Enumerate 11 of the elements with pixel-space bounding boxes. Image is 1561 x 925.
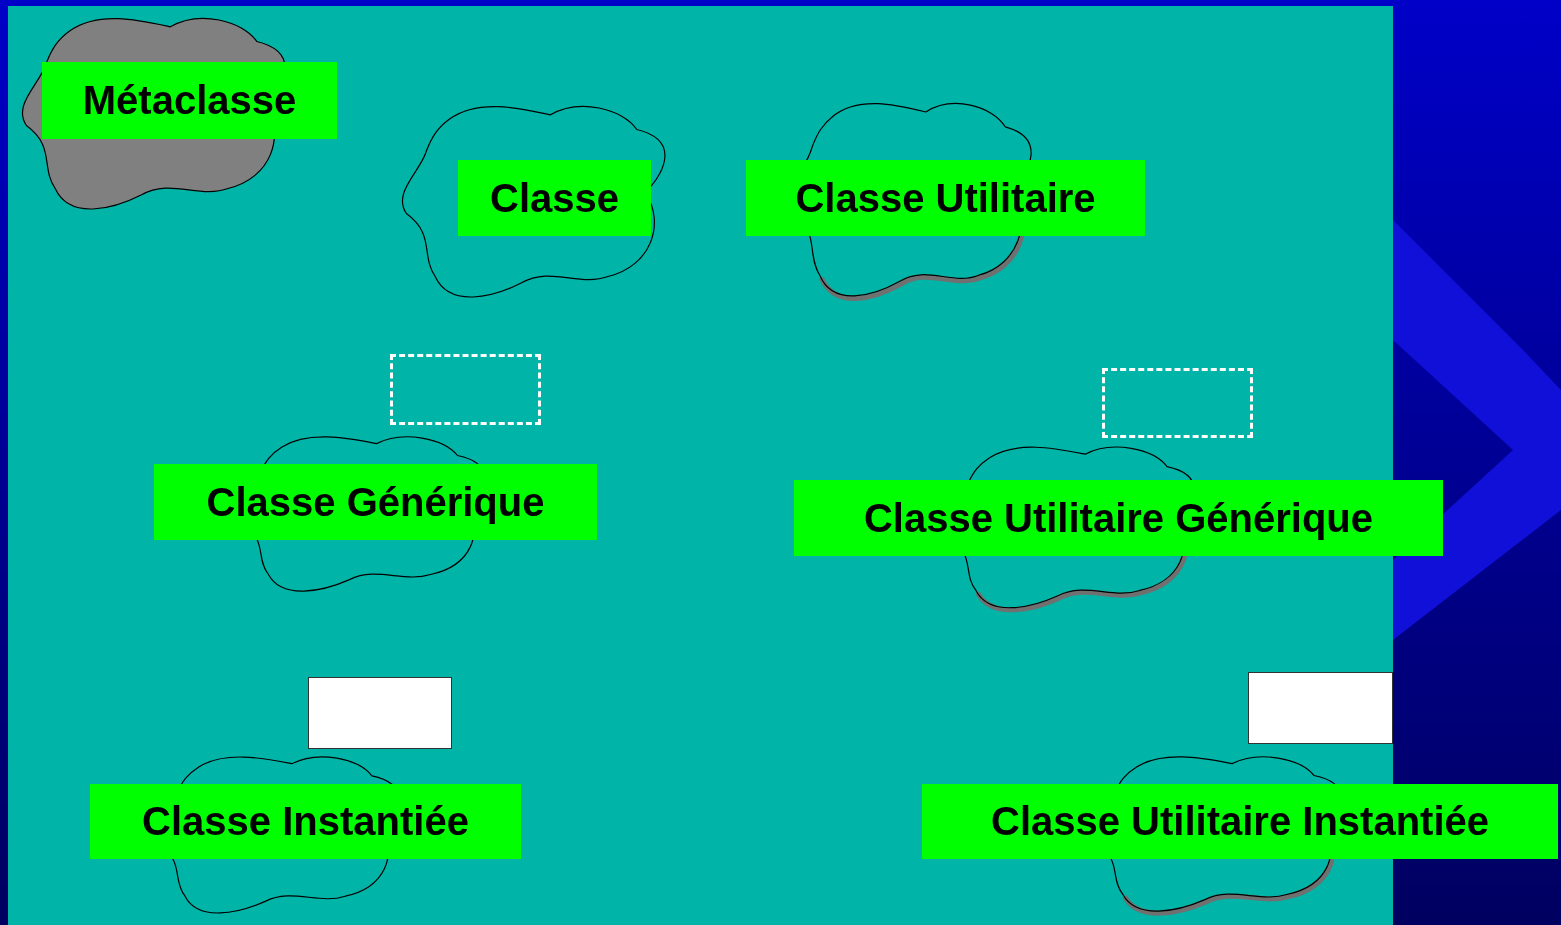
instance-box xyxy=(308,677,452,749)
class-name-label: Classe xyxy=(458,160,651,236)
parameter-box xyxy=(390,354,541,425)
class-name-label: Métaclasse xyxy=(42,62,337,139)
parameter-box xyxy=(1102,368,1253,438)
class-name-label: Classe Utilitaire Instantiée xyxy=(922,784,1558,859)
instance-box xyxy=(1248,672,1393,744)
class-name-label: Classe Utilitaire xyxy=(746,160,1145,236)
class-name-label: Classe Utilitaire Générique xyxy=(794,480,1443,556)
class-name-label: Classe Instantiée xyxy=(90,784,521,859)
class-name-label: Classe Générique xyxy=(154,464,597,540)
